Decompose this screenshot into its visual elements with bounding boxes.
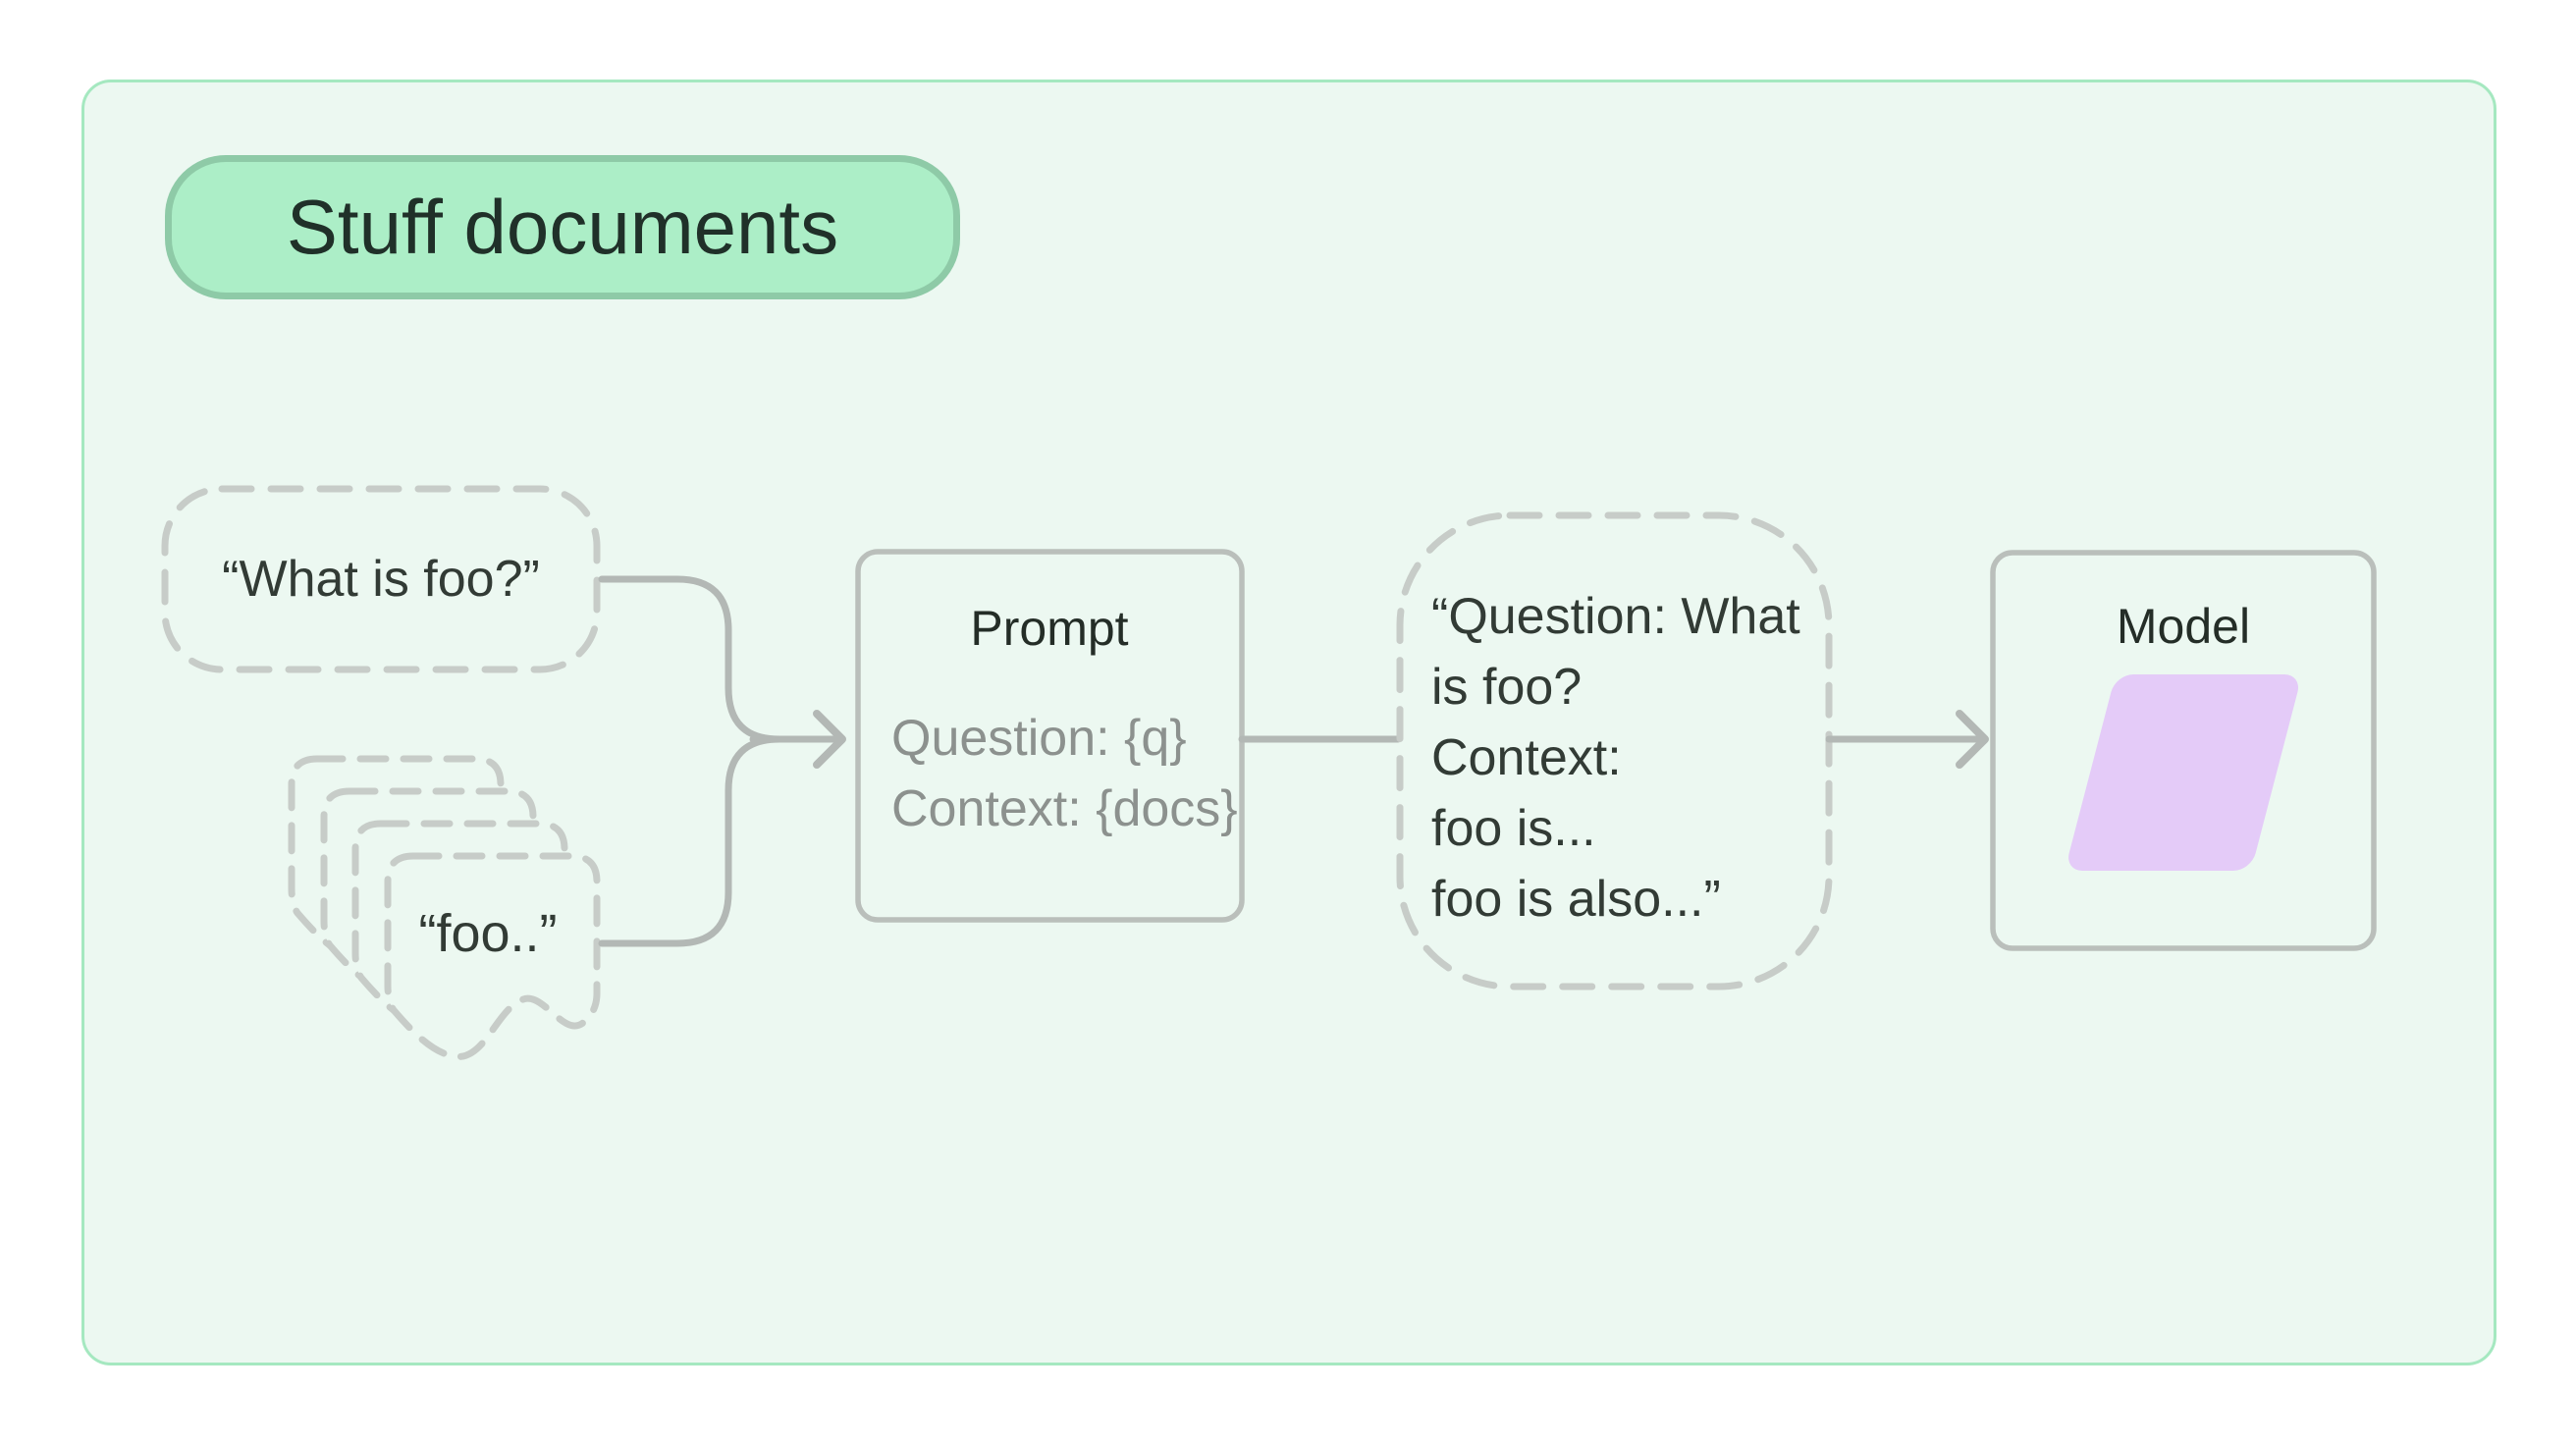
prompt-node: Prompt Question: {q} Context: {docs} — [855, 549, 1245, 923]
model-parallelogram-icon — [2068, 674, 2299, 871]
prompt-node-title: Prompt — [970, 601, 1128, 656]
model-node-title: Model — [2117, 599, 2250, 654]
question-node-outline — [161, 485, 601, 673]
prompt-template-line-context: Context: {docs} — [891, 780, 1238, 837]
chain-name-badge: Stuff documents — [165, 155, 960, 299]
stuffed-prompt-line-2: is foo? — [1431, 659, 1582, 716]
stuffed-prompt-line-5: foo is also...” — [1431, 871, 1721, 928]
chain-name-label: Stuff documents — [286, 184, 839, 270]
stuffed-prompt-outline — [1396, 511, 1833, 990]
documents-stack-node: “foo..” — [288, 755, 601, 1060]
documents-node-text: “foo..” — [418, 904, 557, 963]
model-node-outline — [1990, 550, 2377, 951]
document-shape-front — [384, 852, 601, 1060]
arrowhead-into-model-icon — [1956, 710, 1989, 769]
connectors-into-prompt — [598, 575, 846, 947]
connector-question-to-merge — [598, 575, 783, 743]
stuffed-prompt-line-4: foo is... — [1431, 800, 1596, 857]
arrowhead-into-prompt-icon — [813, 710, 846, 769]
question-node: “What is foo?” — [161, 485, 601, 673]
connector-into-model — [1825, 710, 1989, 769]
model-node: Model — [1990, 550, 2377, 951]
stuffed-prompt-line-1: “Question: What — [1431, 588, 1800, 645]
stuffed-prompt-node: “Question: What is foo? Context: foo is.… — [1396, 511, 1833, 990]
prompt-template-line-question: Question: {q} — [891, 710, 1187, 767]
stuffed-prompt-line-3: Context: — [1431, 729, 1622, 786]
question-node-text: “What is foo?” — [222, 551, 540, 608]
connector-documents-to-merge — [598, 735, 783, 947]
